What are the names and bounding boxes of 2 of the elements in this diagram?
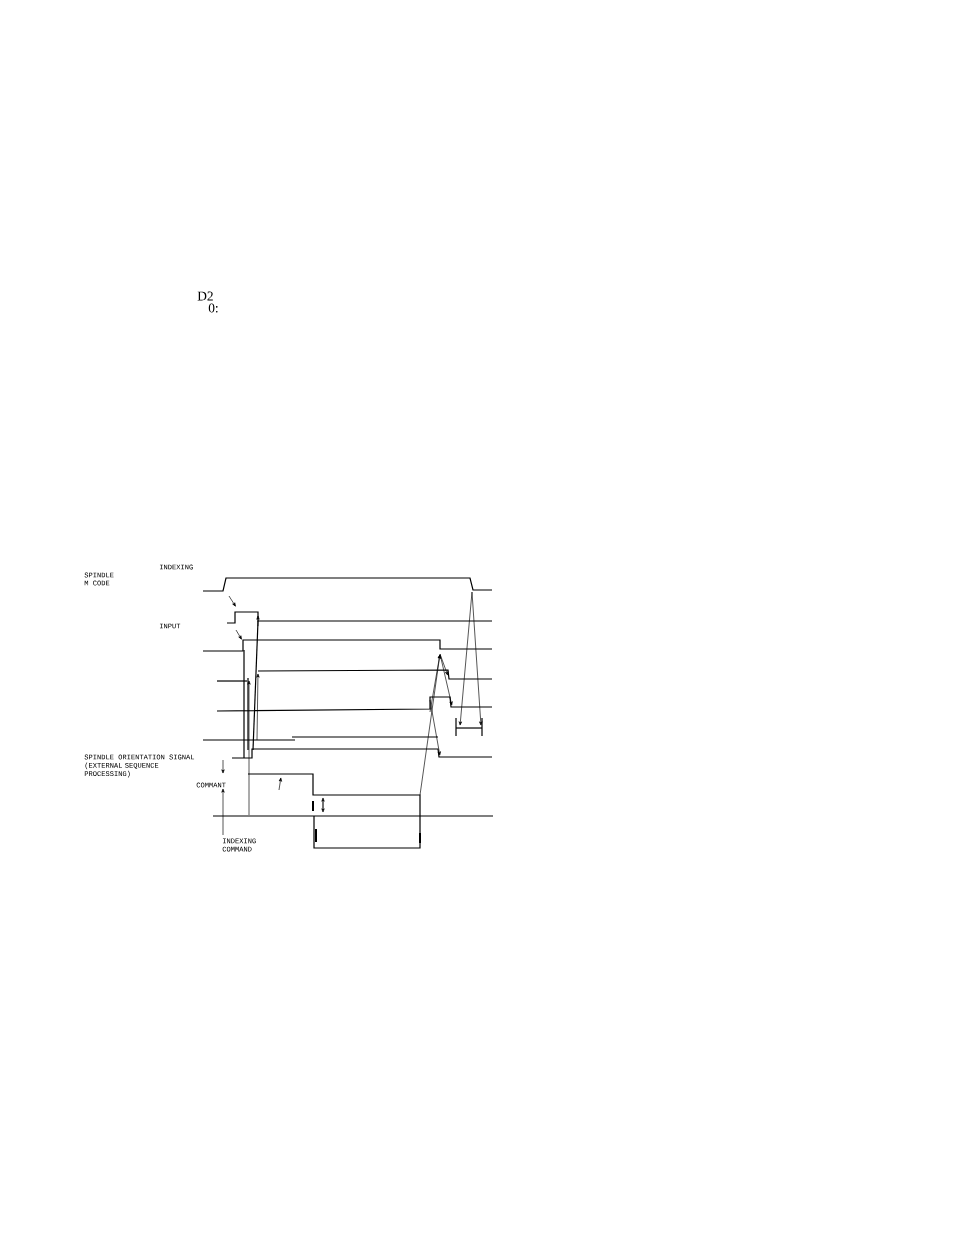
signal-label: 0:: [208, 303, 218, 313]
signal-label: D2: [197, 291, 213, 301]
